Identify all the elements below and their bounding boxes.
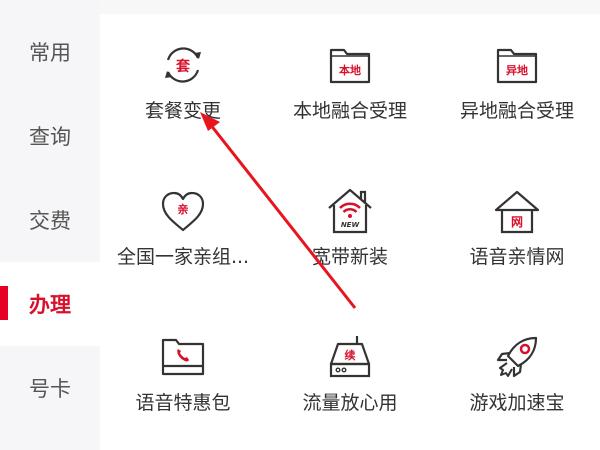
tile-label: 流量放心用 [302,392,398,414]
sidebar: 常用 查询 交费 办理 号卡 [0,0,100,450]
remote-folder-icon: 异地 [496,48,538,84]
service-grid: 套 套餐变更 本地 本地融合受理 异地 异地融合受理 亲 全国一家亲组... [100,14,600,450]
svg-text:网: 网 [511,215,523,229]
tile-data-worry-free[interactable]: 续 流量放心用 [267,306,433,446]
sidebar-item-query[interactable]: 查询 [0,94,100,178]
sidebar-item-payment[interactable]: 交费 [0,178,100,262]
top-bar [0,0,600,14]
broadband-house-icon: NEW [328,188,372,234]
tile-voice-discount-pack[interactable]: 语音特惠包 [100,306,266,446]
svg-text:续: 续 [345,348,356,362]
sidebar-item-label: 办理 [29,293,71,317]
sidebar-item-number-card[interactable]: 号卡 [0,346,100,430]
sidebar-item-label: 常用 [29,41,71,65]
tile-label: 游戏加速宝 [469,392,565,414]
tile-label: 本地融合受理 [292,100,407,122]
tile-local-fusion[interactable]: 本地 本地融合受理 [267,14,433,154]
tile-national-family[interactable]: 亲 全国一家亲组... [100,160,266,300]
sidebar-item-handle[interactable]: 办理 [0,262,100,346]
router-icon: 续 [329,336,371,378]
tile-game-accelerator[interactable]: 游戏加速宝 [434,306,600,446]
sidebar-item-label: 号卡 [29,377,71,401]
tile-broadband-install[interactable]: NEW 宽带新装 [267,160,433,300]
tile-label: 套餐变更 [144,100,221,122]
svg-text:异地: 异地 [506,63,528,77]
tile-remote-fusion[interactable]: 异地 异地融合受理 [434,14,600,154]
voice-family-house-icon: 网 [494,190,540,234]
tile-label: 语音特惠包 [135,392,231,414]
package-change-icon: 套 [165,47,201,83]
rocket-icon [496,336,538,378]
tile-label: 异地融合受理 [459,100,574,122]
sidebar-item-label: 交费 [29,209,71,233]
tile-label: 语音亲情网 [469,246,565,268]
local-folder-icon: 本地 [329,48,371,84]
family-heart-icon: 亲 [161,191,205,232]
phone-folder-icon [161,338,205,376]
tile-label: 宽带新装 [311,246,388,268]
sidebar-item-label: 查询 [29,125,71,149]
svg-text:亲: 亲 [178,202,189,216]
tile-voice-family-network[interactable]: 网 语音亲情网 [434,160,600,300]
svg-text:本地: 本地 [339,63,361,77]
sidebar-item-common[interactable]: 常用 [0,10,100,94]
svg-text:套: 套 [176,58,190,75]
active-indicator [0,286,8,320]
svg-text:NEW: NEW [341,221,360,229]
tile-package-change[interactable]: 套 套餐变更 [100,14,266,154]
tile-label: 全国一家亲组... [116,246,250,268]
